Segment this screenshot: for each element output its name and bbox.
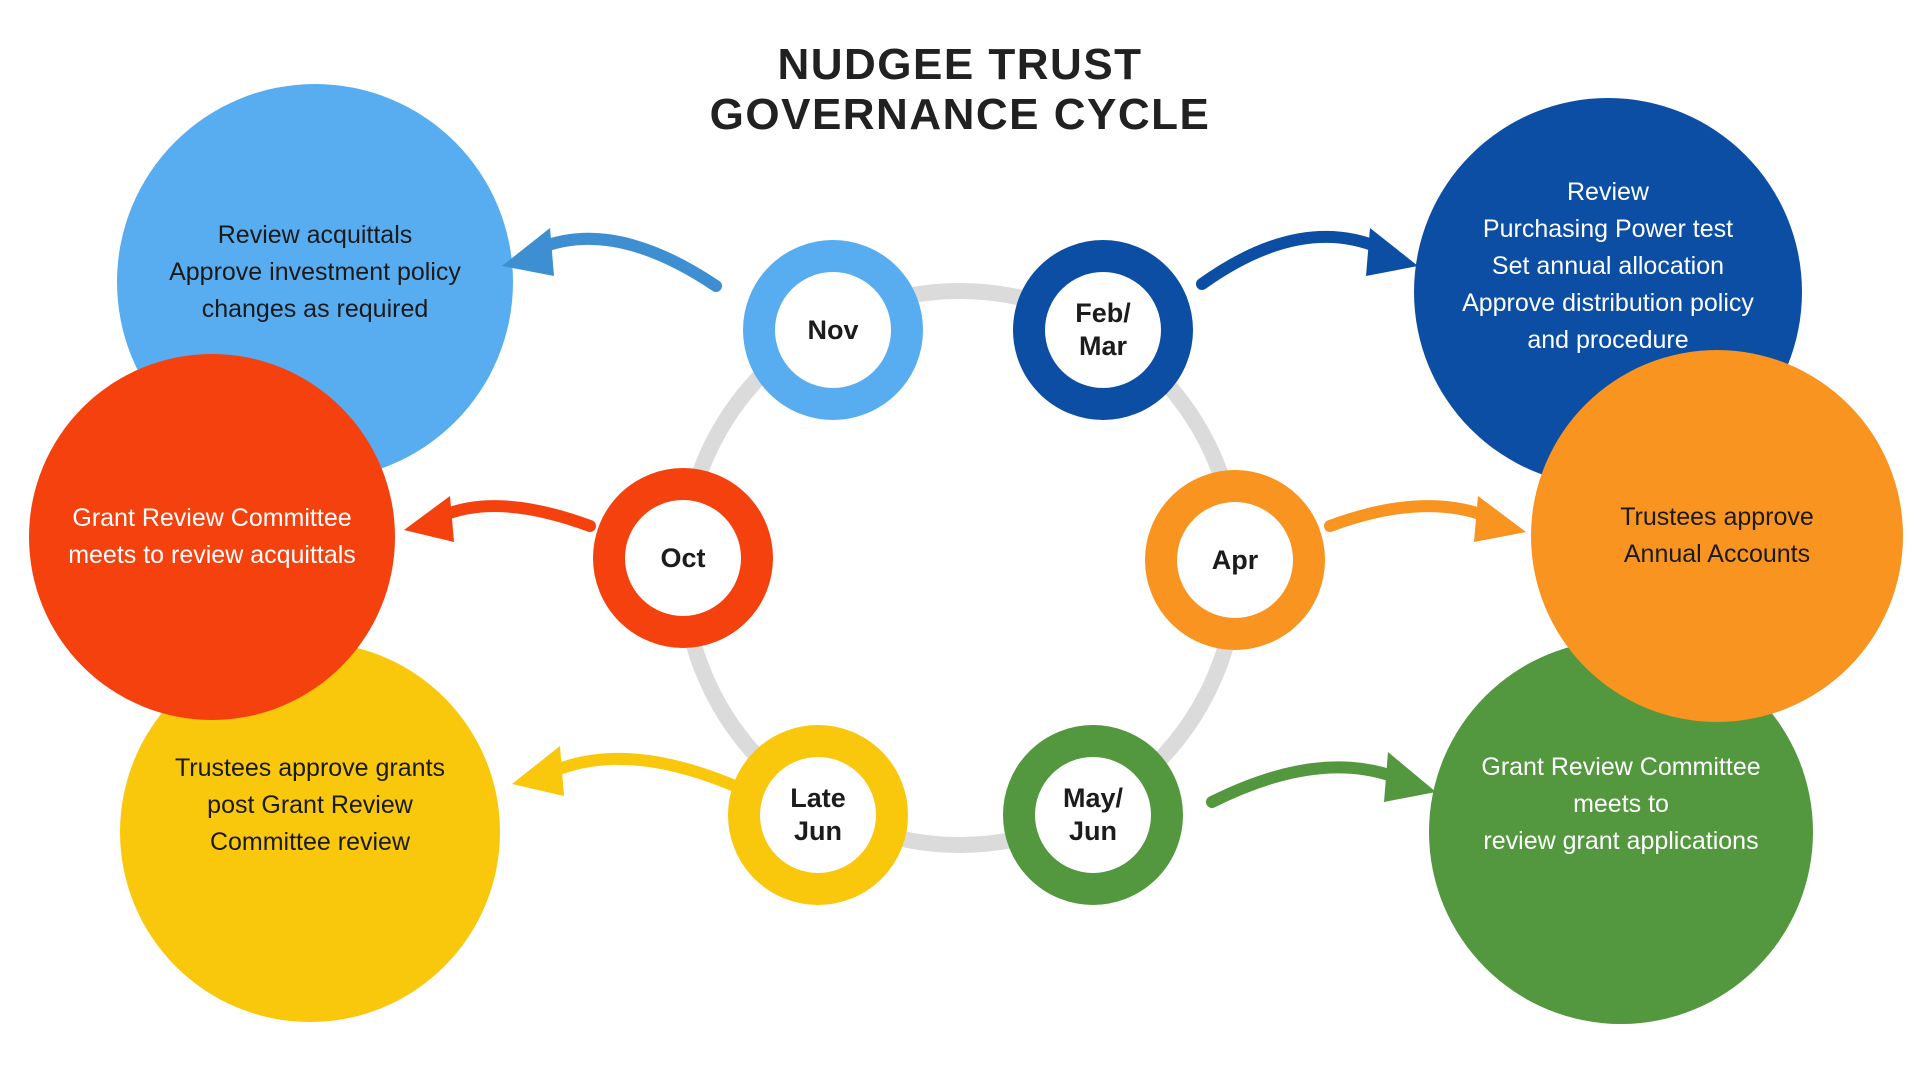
month-label-line: Apr — [1211, 544, 1259, 575]
note-line: meets to — [1573, 789, 1669, 818]
month-label-line: Late — [790, 783, 846, 813]
month-label-nov: Nov — [807, 314, 858, 347]
month-label-late-jun: Late Jun — [790, 782, 846, 848]
note-line: Approve investment policy — [169, 257, 461, 286]
note-line: review grant applications — [1483, 826, 1759, 855]
month-label-line: May/ — [1062, 783, 1124, 813]
note-text-feb-mar: Review Purchasing Power test Set annual … — [1462, 174, 1754, 359]
month-node-nov: Nov — [743, 240, 923, 420]
month-label-may-jun: May/ Jun — [1063, 782, 1123, 848]
note-line: post Grant Review — [207, 790, 413, 819]
note-circle-october: Grant Review Committee meets to review a… — [29, 354, 395, 720]
note-line: Trustees approve — [1620, 503, 1814, 531]
note-line: changes as required — [201, 294, 429, 323]
arrow-icon-febmar-to-note — [1196, 228, 1418, 290]
note-line: Grant Review Committee — [72, 504, 352, 532]
month-label-line: Jun — [793, 816, 842, 846]
note-circle-may-jun: Grant Review Committee meets to review g… — [1429, 640, 1813, 1024]
page-title: NUDGEE TRUST GOVERNANCE CYCLE — [0, 40, 1920, 140]
month-node-oct: Oct — [593, 468, 773, 648]
note-text-november: Review acquittals Approve investment pol… — [169, 217, 461, 328]
month-label-apr: Apr — [1212, 544, 1259, 577]
month-label-line: Nov — [807, 314, 859, 345]
note-line: Approve distribution policy — [1462, 288, 1754, 317]
note-line: Set annual allocation — [1491, 251, 1725, 280]
page-title-line2: GOVERNANCE CYCLE — [709, 90, 1211, 139]
month-label-feb-mar: Feb/ Mar — [1075, 297, 1131, 363]
month-node-apr: Apr — [1145, 470, 1325, 650]
month-label-line: Mar — [1078, 331, 1127, 361]
month-label-oct: Oct — [660, 542, 705, 575]
note-text-may-jun: Grant Review Committee meets to review g… — [1481, 749, 1760, 860]
note-line: Purchasing Power test — [1482, 214, 1734, 243]
note-line: Review — [1567, 177, 1649, 206]
month-node-may-jun: May/ Jun — [1003, 725, 1183, 905]
month-label-line: Feb/ — [1075, 298, 1131, 328]
note-line: Review acquittals — [217, 220, 413, 249]
note-line: Grant Review Committee — [1481, 752, 1761, 781]
month-node-late-jun: Late Jun — [728, 725, 908, 905]
note-text-late-jun: Trustees approve grants post Grant Revie… — [175, 750, 445, 861]
arrow-icon-mayjun-to-note — [1206, 752, 1436, 808]
arrow-icon-nov-to-note — [502, 228, 722, 292]
arrow-icon-latejun-to-note — [512, 746, 750, 796]
note-line: Annual Accounts — [1623, 540, 1811, 568]
month-node-feb-mar: Feb/ Mar — [1013, 240, 1193, 420]
arrow-icon-oct-to-note — [404, 496, 596, 542]
month-label-line: Jun — [1068, 816, 1117, 846]
note-circle-april: Trustees approve Annual Accounts — [1531, 350, 1903, 722]
note-line: Trustees approve grants — [174, 753, 446, 782]
note-line: and procedure — [1527, 325, 1689, 354]
note-text-april: Trustees approve Annual Accounts — [1620, 499, 1814, 573]
arrow-icon-apr-to-note — [1324, 496, 1526, 542]
note-line: meets to review acquittals — [68, 541, 356, 569]
note-line: Committee review — [209, 827, 411, 856]
month-label-line: Oct — [660, 542, 706, 573]
note-text-october: Grant Review Committee meets to review a… — [68, 500, 356, 574]
page-title-line1: NUDGEE TRUST — [777, 40, 1143, 89]
